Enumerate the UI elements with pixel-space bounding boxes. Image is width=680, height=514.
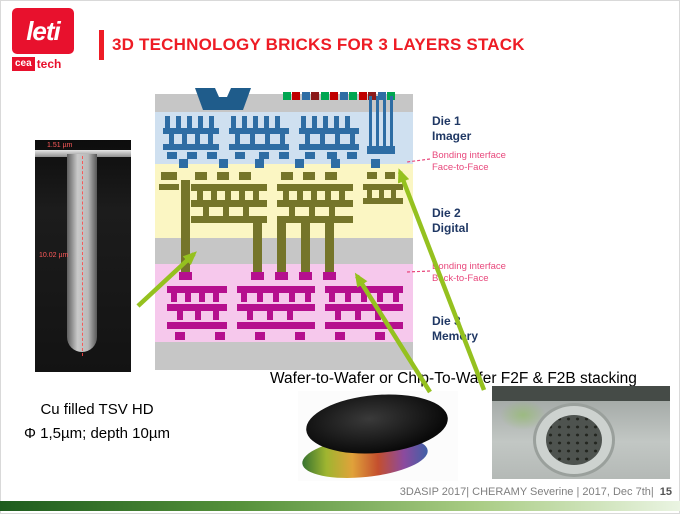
- cea-tech-logo: cea tech: [12, 57, 84, 71]
- tsv-caption-line2: Φ 1,5µm; depth 10µm: [24, 425, 170, 442]
- wafer-stack-photo: [298, 391, 458, 481]
- label-die1-line2: Imager: [432, 129, 472, 143]
- label-die2: Die 2 Digital: [432, 206, 469, 236]
- pad-opening: [195, 88, 251, 110]
- label-bonding-b2f-line2: Back-to-Face: [432, 272, 489, 284]
- layer-bottom-substrate: [155, 342, 413, 370]
- label-die3: Die 3 Memory: [432, 314, 478, 344]
- label-bonding-f2f: Bonding interface Face-to-Face: [432, 150, 506, 174]
- label-die2-line1: Die 2: [432, 206, 461, 220]
- die2-metal-layers: [159, 172, 403, 223]
- footer-text: 3DASIP 2017| CHERAMY Severine | 2017, De…: [399, 486, 654, 498]
- label-bonding-b2f-line1: Bonding interface: [432, 261, 506, 272]
- sem-tsv-image: 1.51 µm 10.02 µm: [35, 140, 131, 372]
- tsv-caption-line1: Cu filled TSV HD: [40, 401, 154, 418]
- label-bonding-f2f-line1: Bonding interface: [432, 150, 506, 161]
- die1-deep-vias: [367, 96, 395, 154]
- title-accent-bar: [99, 30, 104, 60]
- leti-logo-box: leti: [12, 8, 74, 54]
- chamber-ring: [536, 406, 612, 474]
- label-bonding-f2f-line2: Face-to-Face: [432, 161, 489, 173]
- label-die1: Die 1 Imager: [432, 114, 471, 144]
- leti-logo: leti cea tech: [12, 8, 84, 71]
- slide-title: 3D TECHNOLOGY BRICKS FOR 3 LAYERS STACK: [112, 35, 525, 54]
- equipment-top-panel: [492, 386, 670, 401]
- page-number: 15: [659, 486, 672, 498]
- label-die3-line1: Die 3: [432, 314, 461, 328]
- stack-cross-section-diagram: [155, 88, 413, 370]
- footer: 3DASIP 2017| CHERAMY Severine | 2017, De…: [400, 486, 672, 498]
- title-row: 3D TECHNOLOGY BRICKS FOR 3 LAYERS STACK: [99, 30, 525, 60]
- cea-logo-box: cea: [12, 57, 35, 71]
- bottom-gradient-bar: [0, 501, 680, 511]
- f2f-bond-pads: [179, 159, 380, 168]
- chamber-wafer: [546, 415, 602, 465]
- label-bonding-b2f: Bonding interface Back-to-Face: [432, 261, 506, 285]
- leti-logo-text: leti: [26, 15, 61, 46]
- cea-tech-text: tech: [36, 57, 62, 71]
- sem-surface-band: [35, 150, 131, 157]
- label-die1-line1: Die 1: [432, 114, 461, 128]
- label-die2-line2: Digital: [432, 221, 469, 235]
- label-die3-line2: Memory: [432, 329, 479, 343]
- sem-measure-line: [82, 156, 83, 356]
- tsv-caption: Cu filled TSV HD Φ 1,5µm; depth 10µm: [24, 398, 170, 446]
- tsv-bars: [181, 180, 334, 272]
- die1-metal-layers: [163, 116, 359, 159]
- bonding-equipment-photo: [492, 386, 670, 479]
- sem-width-label: 1.51 µm: [47, 142, 73, 149]
- sem-depth-label: 10.02 µm: [39, 252, 69, 259]
